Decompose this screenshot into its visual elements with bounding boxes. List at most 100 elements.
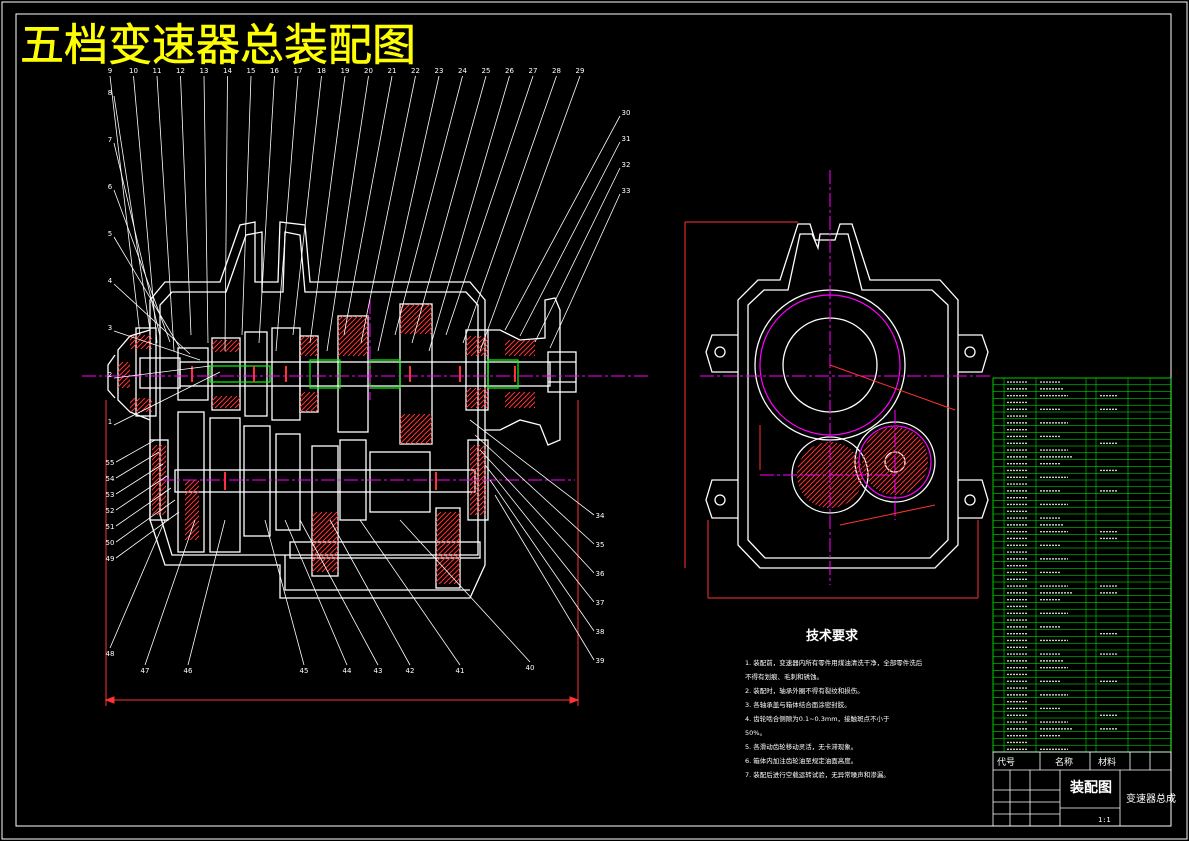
balloon-number: 35 bbox=[596, 541, 605, 549]
drawing-title: 五档变速器总装配图 bbox=[20, 20, 416, 71]
leader-line bbox=[187, 519, 226, 666]
hatch-block bbox=[400, 304, 432, 334]
hatch-block bbox=[505, 392, 535, 408]
leader-line bbox=[113, 142, 161, 337]
leader-line bbox=[113, 371, 221, 426]
balloon-number: 10 bbox=[129, 67, 138, 75]
leader-line bbox=[115, 463, 164, 495]
balloon-number: 18 bbox=[317, 67, 326, 75]
leader-line bbox=[445, 75, 534, 336]
balloon-number: 13 bbox=[200, 67, 209, 75]
balloon-number: 23 bbox=[435, 67, 444, 75]
hatch-block bbox=[185, 480, 199, 540]
leader-line bbox=[326, 75, 369, 352]
title-block-code-header: 代号 bbox=[997, 757, 1015, 768]
hatch-block bbox=[130, 398, 152, 412]
balloon-number: 4 bbox=[108, 277, 113, 285]
hatch-block bbox=[400, 414, 432, 444]
leader-line bbox=[133, 75, 158, 344]
leader-line bbox=[494, 494, 595, 661]
balloon-number: 7 bbox=[108, 136, 112, 144]
balloon-number: 22 bbox=[411, 67, 420, 75]
balloon-number: 16 bbox=[270, 67, 279, 75]
leader-line bbox=[469, 419, 595, 516]
balloon-number: 6 bbox=[108, 183, 113, 191]
leader-line bbox=[359, 519, 461, 666]
tech-requirement-line: 3. 各轴承盖与箱体结合面涂密封胶。 bbox=[745, 700, 851, 709]
side-view-dimensions bbox=[684, 221, 979, 599]
balloon-number: 5 bbox=[108, 230, 112, 238]
tech-requirement-line: 4. 齿轮啮合侧隙为0.1~0.3mm，接触斑点不小于 bbox=[745, 714, 890, 723]
leader-line bbox=[504, 115, 621, 331]
parts-list-table bbox=[992, 377, 1172, 753]
hatch-block bbox=[212, 396, 240, 408]
leader-line bbox=[109, 75, 141, 336]
title-block-name-header: 名称 bbox=[1055, 756, 1073, 768]
balloon-number: 55 bbox=[106, 459, 115, 467]
leader-line bbox=[113, 189, 171, 343]
hatch-block bbox=[312, 512, 338, 572]
balloon-number: 33 bbox=[622, 187, 631, 195]
leader-line bbox=[113, 95, 151, 331]
leader-line bbox=[115, 475, 168, 511]
leader-line bbox=[309, 75, 346, 344]
leader-line bbox=[474, 434, 595, 545]
leader-line bbox=[377, 75, 440, 352]
title-block-part-name: 变速器总成 bbox=[1126, 792, 1176, 805]
balloon-number: 46 bbox=[184, 667, 193, 675]
leader-line bbox=[113, 236, 181, 349]
balloon-number: 29 bbox=[576, 67, 585, 75]
section-hatching bbox=[118, 304, 535, 584]
hatch-block bbox=[338, 316, 368, 356]
leader-line bbox=[113, 330, 201, 361]
balloon-number: 32 bbox=[622, 161, 631, 169]
leader-line bbox=[113, 283, 191, 355]
balloon-number: 42 bbox=[406, 667, 415, 675]
balloon-number: 48 bbox=[106, 650, 115, 658]
centerlines-main bbox=[82, 300, 650, 481]
leader-line bbox=[115, 511, 180, 559]
balloon-number: 8 bbox=[108, 89, 112, 97]
tech-requirement-line: 50%。 bbox=[745, 729, 766, 737]
leader-line bbox=[489, 479, 595, 632]
center-marks bbox=[191, 366, 516, 490]
title-block-scale: 1:1 bbox=[1098, 816, 1111, 824]
balloon-number: 49 bbox=[106, 555, 115, 563]
leader-line bbox=[394, 75, 463, 336]
hatch-block bbox=[862, 427, 928, 495]
leader-line bbox=[284, 519, 348, 666]
tech-requirement-line: 7. 装配后进行空载运转试验，无异常噪声和渗漏。 bbox=[745, 770, 890, 779]
balloon-number: 15 bbox=[247, 67, 256, 75]
leader-line bbox=[428, 75, 510, 352]
balloon-number: 45 bbox=[300, 667, 309, 675]
balloon-number: 31 bbox=[622, 135, 631, 143]
balloon-number: 12 bbox=[176, 67, 185, 75]
leader-line bbox=[115, 487, 172, 527]
balloon-number: 41 bbox=[456, 667, 465, 675]
leader-line bbox=[115, 451, 160, 479]
leader-line bbox=[343, 75, 393, 336]
leader-line bbox=[180, 75, 192, 336]
balloon-number: 3 bbox=[108, 324, 112, 332]
leader-line bbox=[479, 75, 581, 352]
tech-requirement-line: 1. 装配前，变速器内所有零件用煤油清洗干净，全部零件洗后 bbox=[745, 658, 923, 667]
leader-line bbox=[275, 75, 299, 352]
balloon-number: 47 bbox=[141, 667, 150, 675]
leader-line bbox=[115, 499, 176, 543]
tech-requirements-list: 1. 装配前，变速器内所有零件用煤油清洗干净，全部零件洗后 不得有划痕、毛刺和锈… bbox=[745, 658, 923, 779]
title-block bbox=[992, 751, 1172, 827]
leader-line bbox=[113, 365, 211, 379]
title-block-material-header: 材料 bbox=[1098, 756, 1116, 768]
hatch-block bbox=[466, 388, 488, 408]
hatch-block bbox=[300, 392, 318, 412]
balloon-number: 11 bbox=[153, 67, 162, 75]
balloon-number: 21 bbox=[388, 67, 397, 75]
balloon-number: 39 bbox=[596, 657, 605, 665]
leader-line bbox=[292, 75, 322, 336]
hatch-block bbox=[212, 340, 240, 352]
balloon-number: 1 bbox=[108, 418, 112, 426]
balloon-number: 20 bbox=[364, 67, 373, 75]
balloon-number: 30 bbox=[622, 109, 631, 117]
